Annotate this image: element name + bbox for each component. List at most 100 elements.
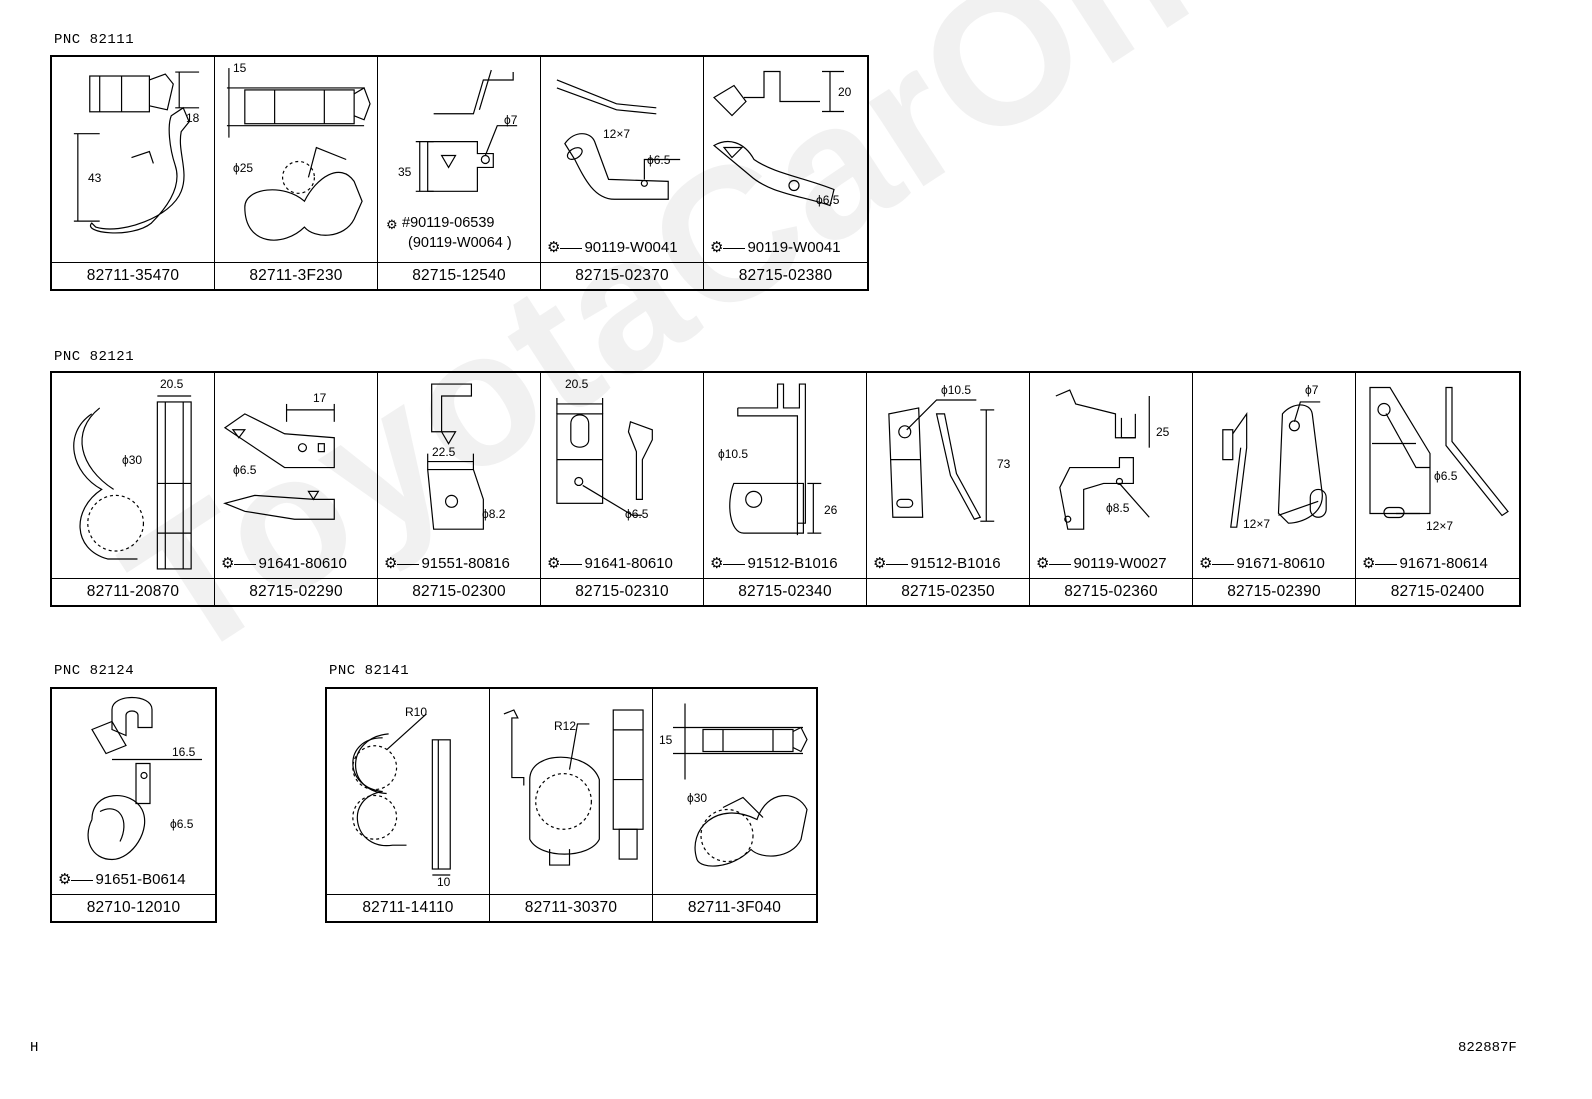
part-number: 82711-30370 <box>490 894 652 921</box>
bolt-icon: ⚙ <box>384 555 398 572</box>
part-drawing: R12 <box>490 689 652 894</box>
part-cell[interactable]: 18 43 82711-35470 <box>52 57 215 289</box>
dimension-label: 22.5 <box>432 445 456 459</box>
dimension-label: ϕ6.5 <box>233 463 257 477</box>
bolt-icon: ⚙ <box>547 239 561 256</box>
part-drawing: 22.5 ϕ8.2 ⚙ 91551-80816 <box>378 373 540 578</box>
part-drawing: 16.5 ϕ6.5 ⚙ 91651-B0614 <box>52 689 215 894</box>
bolt-icon: ⚙ <box>1199 555 1213 572</box>
bolt-callout: ⚙ 91641-80610 <box>221 554 347 572</box>
dimension-label: 73 <box>997 457 1011 471</box>
part-number: 82715-02290 <box>215 578 377 605</box>
dimension-label: 20.5 <box>565 377 589 391</box>
bolt-part-number: 91671-80610 <box>1236 555 1325 572</box>
part-number: 82715-02400 <box>1356 578 1519 605</box>
part-number: 82715-02350 <box>867 578 1029 605</box>
dimension-label: 35 <box>398 165 412 179</box>
bolt-icon: ⚙ <box>58 871 72 888</box>
bolt-callout: ⚙ 91651-B0614 <box>58 870 186 888</box>
part-drawing: 12×7 ϕ6.5 ⚙ 90119-W0041 <box>541 57 703 262</box>
bolt-part-number: 90119-W0041 <box>584 239 678 256</box>
dimension-label: ϕ6.5 <box>1434 469 1458 483</box>
bolt-callout: ⚙ 91641-80610 <box>547 554 673 572</box>
bolt-callout: ⚙ 90119-W0027 <box>1036 554 1167 572</box>
part-cell[interactable]: ϕ7 35 ⚙ #90119-06539 (90119-W0064 ) 8271… <box>378 57 541 289</box>
dimension-label: 16.5 <box>172 745 196 759</box>
pnc-label: PNC 82121 <box>54 349 135 365</box>
part-drawing: 20.5 ϕ30 <box>52 373 214 578</box>
parts-table-82141: R10 10 82711-14110 R12 82711-30370 <box>325 687 818 923</box>
bolt-part-number: 91551-80816 <box>421 555 510 572</box>
dimension-label: 20.5 <box>160 377 184 391</box>
part-number: 82715-02370 <box>541 262 703 289</box>
part-drawing: 17 ϕ6.5 ⚙ 91641-80610 <box>215 373 377 578</box>
dimension-label: ϕ7 <box>504 113 518 127</box>
part-number: 82715-02390 <box>1193 578 1355 605</box>
bolt-icon: ⚙ <box>547 555 561 572</box>
part-cell[interactable]: 20.5 ϕ30 82711-20870 <box>52 373 215 605</box>
part-drawing: 20.5 ϕ6.5 ⚙ 91641-80610 <box>541 373 703 578</box>
bolt-callout: ⚙ 90119-W0041 <box>710 238 841 256</box>
part-drawing: 25 ϕ8.5 ⚙ 90119-W0027 <box>1030 373 1192 578</box>
dimension-label: 18 <box>186 111 200 125</box>
bolt-icon: ⚙ <box>1362 555 1376 572</box>
bolt-part-number: 91512-B1016 <box>910 555 1001 572</box>
parts-table-82121: 20.5 ϕ30 82711-20870 17 ϕ6.5 ⚙ 91641-806… <box>50 371 1521 607</box>
bolt-part-number: 91512-B1016 <box>747 555 838 572</box>
bolt-icon: ⚙ <box>221 555 235 572</box>
part-cell[interactable]: 15 ϕ30 82711-3F040 <box>653 689 816 921</box>
dimension-label: 12×7 <box>603 127 631 141</box>
bolt-callout: ⚙ 91671-80610 <box>1199 554 1325 572</box>
bolt-icon: ⚙ <box>710 555 724 572</box>
part-cell[interactable]: 15 ϕ25 82711-3F230 <box>215 57 378 289</box>
part-cell[interactable]: ϕ7 12×7 ⚙ 91671-80610 82715-02390 <box>1193 373 1356 605</box>
dimension-label: ϕ30 <box>687 791 708 805</box>
part-drawing: ϕ7 35 ⚙ #90119-06539 (90119-W0064 ) <box>378 57 540 262</box>
dimension-label: 10 <box>437 875 451 889</box>
bolt-part-number: 91641-80610 <box>584 555 673 572</box>
bolt-icon: ⚙ <box>1036 555 1050 572</box>
bolt-icon: ⚙ <box>873 555 887 572</box>
part-number: 82711-3F040 <box>653 894 816 921</box>
dimension-label: 26 <box>824 503 838 517</box>
part-cell[interactable]: R10 10 82711-14110 <box>327 689 490 921</box>
bolt-icon: ⚙ <box>386 217 398 232</box>
part-number: 82711-20870 <box>52 578 214 605</box>
dimension-label: ϕ25 <box>233 161 254 175</box>
dimension-label: ϕ6.5 <box>816 193 840 207</box>
part-cell[interactable]: R12 82711-30370 <box>490 689 653 921</box>
illustration-code: 822887F <box>1458 1040 1517 1056</box>
bolt-part-number-alt: (90119-W0064 ) <box>408 235 512 251</box>
bolt-part-number: #90119-06539 <box>402 215 495 231</box>
dimension-label: 25 <box>1156 425 1170 439</box>
dimension-label: ϕ10.5 <box>941 383 972 397</box>
part-number: 82715-02360 <box>1030 578 1192 605</box>
part-cell[interactable]: ϕ6.5 12×7 ⚙ 91671-80614 82715-02400 <box>1356 373 1519 605</box>
dimension-label: 20 <box>838 85 852 99</box>
page-section-letter: H <box>30 1040 39 1056</box>
part-number: 82711-3F230 <box>215 262 377 289</box>
part-cell[interactable]: 17 ϕ6.5 ⚙ 91641-80610 82715-02290 <box>215 373 378 605</box>
part-drawing: 15 ϕ30 <box>653 689 816 894</box>
bolt-part-number: 90119-W0027 <box>1073 555 1167 572</box>
part-cell[interactable]: 12×7 ϕ6.5 ⚙ 90119-W0041 82715-02370 <box>541 57 704 289</box>
part-number: 82710-12010 <box>52 894 215 921</box>
part-drawing: 18 43 <box>52 57 214 262</box>
part-drawing: 20 ϕ6.5 ⚙ 90119-W0041 <box>704 57 867 262</box>
part-cell[interactable]: ϕ10.5 73 ⚙ 91512-B1016 82715-02350 <box>867 373 1030 605</box>
part-cell[interactable]: 20.5 ϕ6.5 ⚙ 91641-80610 82715-02310 <box>541 373 704 605</box>
part-drawing: 15 ϕ25 <box>215 57 377 262</box>
part-number: 82715-02310 <box>541 578 703 605</box>
dimension-label: 15 <box>659 733 673 747</box>
part-number: 82715-12540 <box>378 262 540 289</box>
part-cell[interactable]: 16.5 ϕ6.5 ⚙ 91651-B0614 82710-12010 <box>52 689 215 921</box>
bolt-part-number: 90119-W0041 <box>747 239 841 256</box>
part-cell[interactable]: 20 ϕ6.5 ⚙ 90119-W0041 82715-02380 <box>704 57 867 289</box>
parts-table-82124: 16.5 ϕ6.5 ⚙ 91651-B0614 82710-12010 <box>50 687 217 923</box>
bolt-part-number: 91641-80610 <box>258 555 347 572</box>
dimension-label: ϕ6.5 <box>170 817 194 831</box>
pnc-label: PNC 82141 <box>329 663 410 679</box>
part-cell[interactable]: 22.5 ϕ8.2 ⚙ 91551-80816 82715-02300 <box>378 373 541 605</box>
part-cell[interactable]: ϕ10.5 26 ⚙ 91512-B1016 82715-02340 <box>704 373 867 605</box>
part-cell[interactable]: 25 ϕ8.5 ⚙ 90119-W0027 82715-02360 <box>1030 373 1193 605</box>
